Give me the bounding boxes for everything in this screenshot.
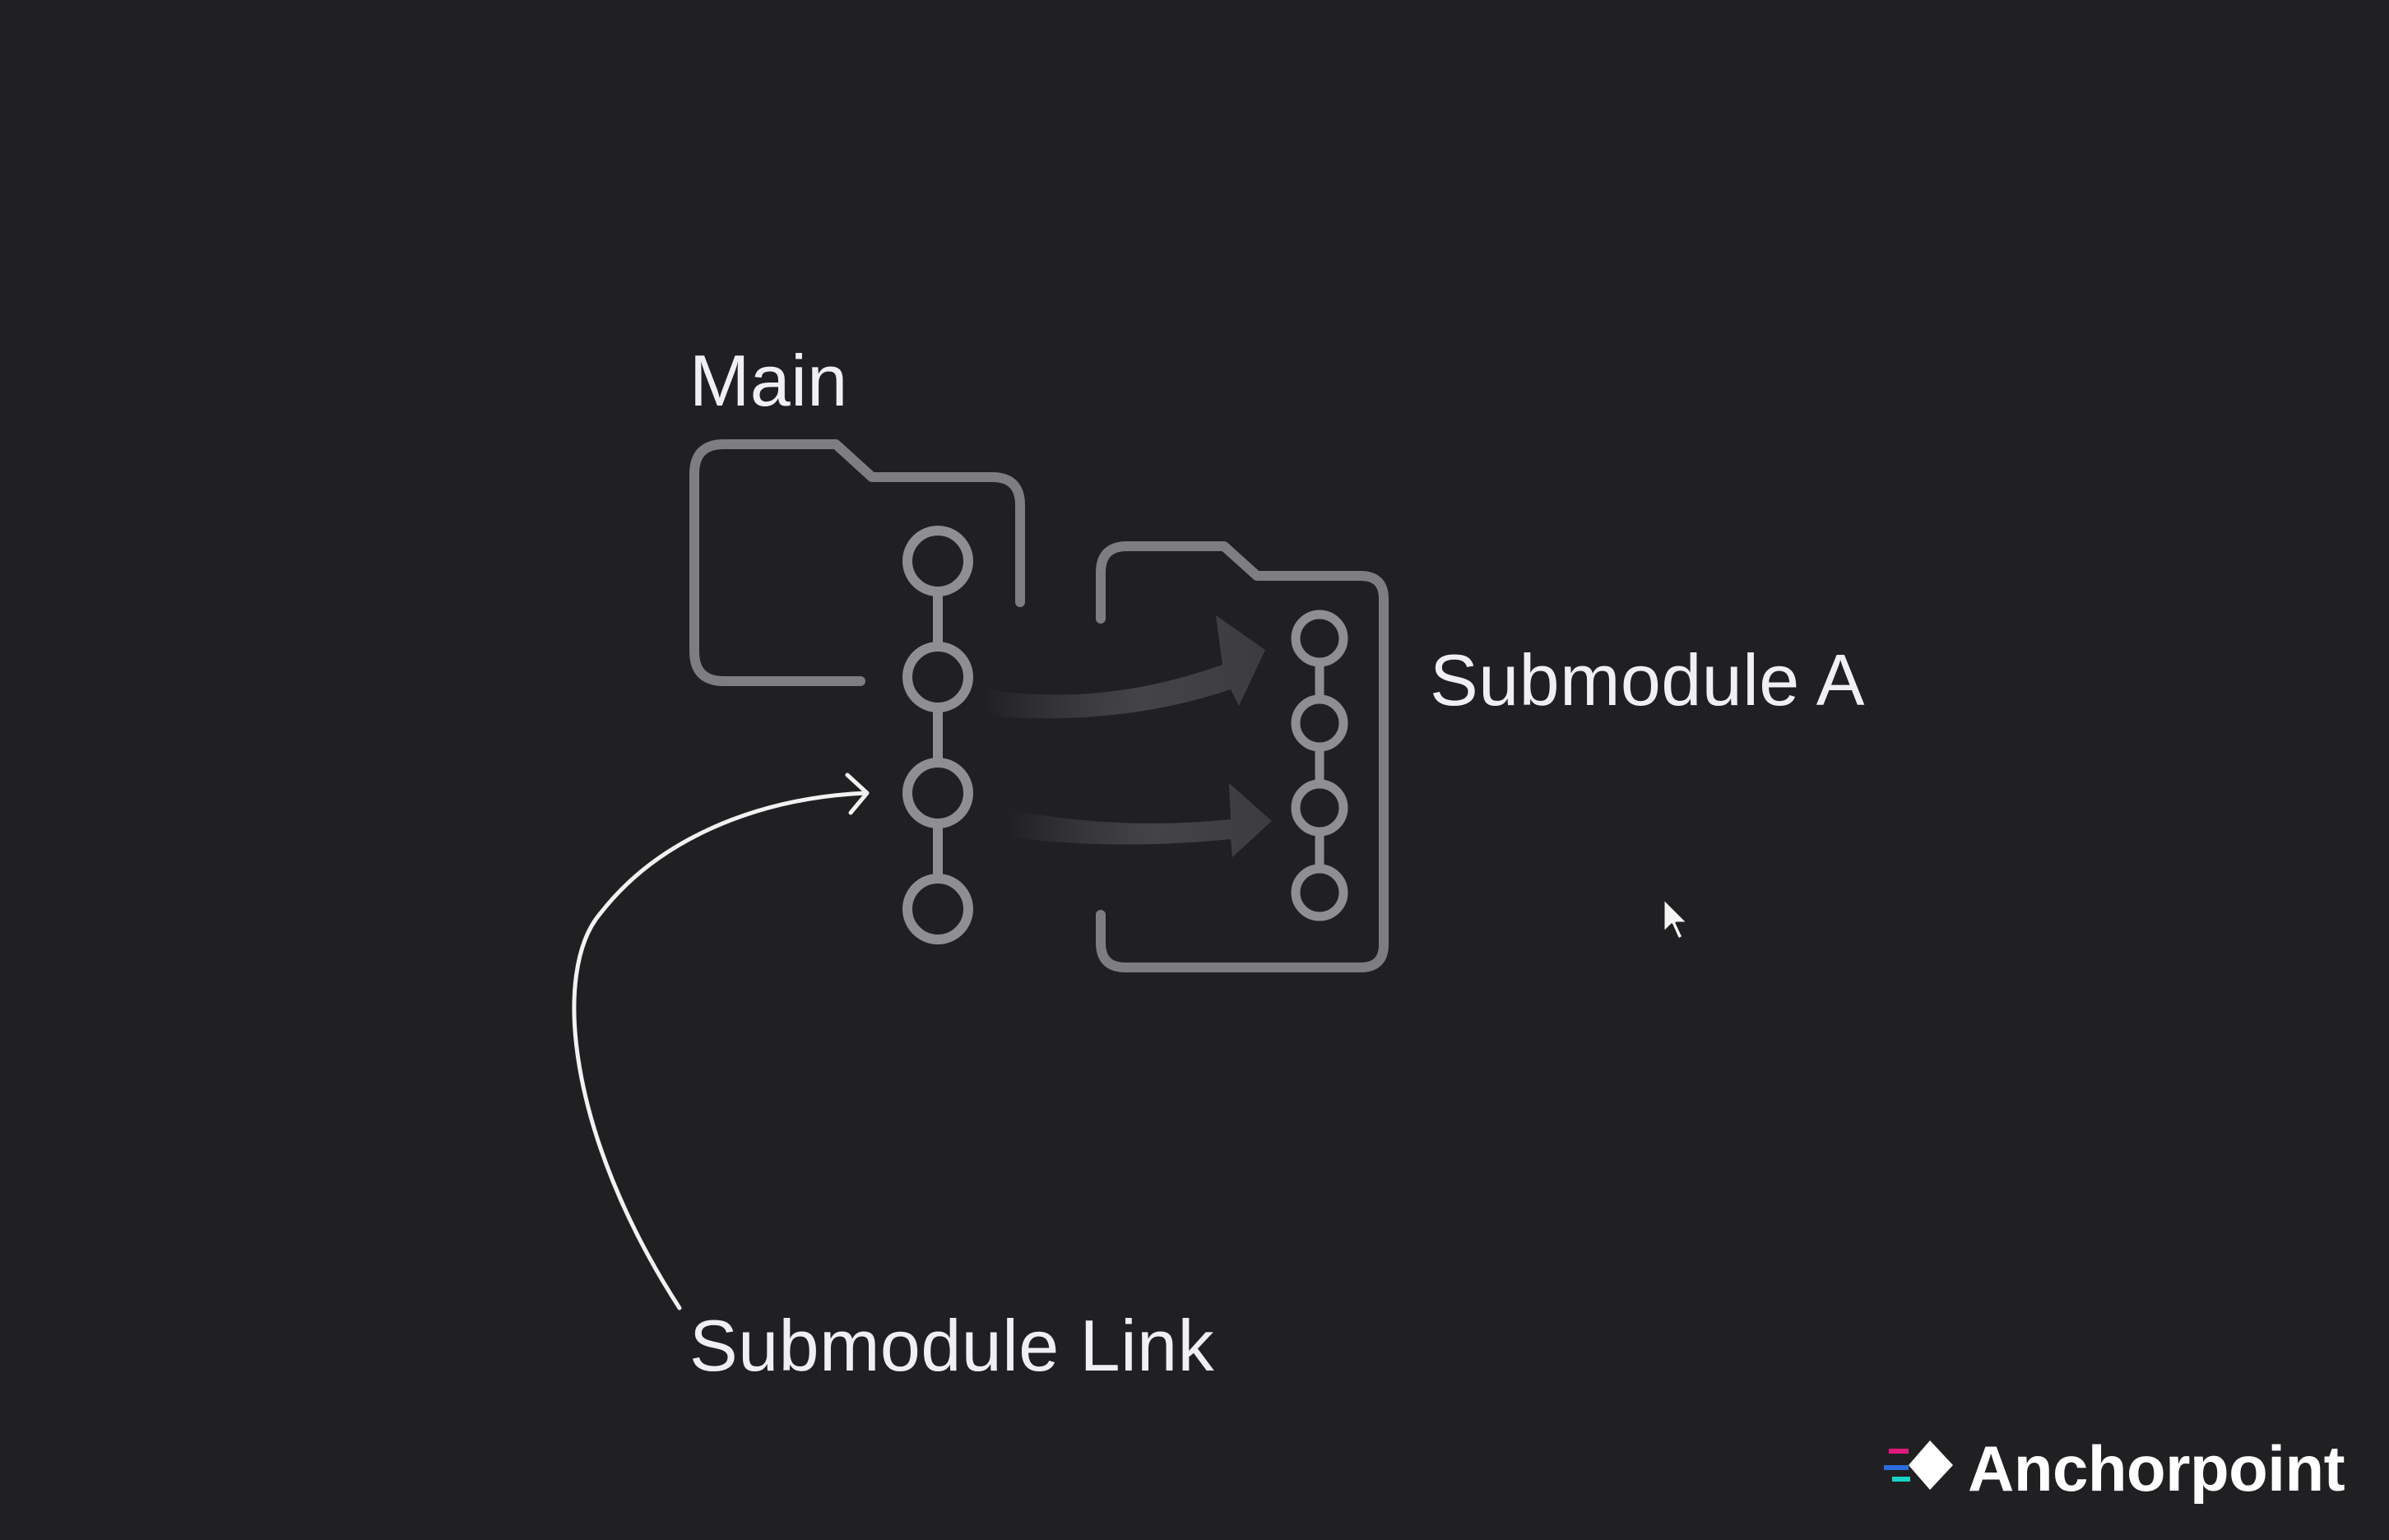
submodule-folder-icon [1096,541,1389,972]
submodule-commit-chain [1291,610,1348,921]
brand-watermark: Anchorpoint [1884,1431,2361,1505]
submodule-commit-node [1291,610,1348,667]
submodule-commit-node [1291,779,1348,837]
main-commit-node [902,526,973,596]
main-commit-chain [902,526,973,944]
main-commit-node [902,874,973,944]
mouse-cursor-icon [1662,897,1690,941]
link-arrowhead-icon [845,772,870,815]
submodule-a-label: Submodule A [1430,639,1865,721]
submodule-commit-node [1291,864,1348,921]
main-repo-label: Main [689,340,848,421]
brand-name: Anchorpoint [1968,1431,2345,1505]
main-commit-node [902,758,973,828]
commit-arrow-icon [984,615,1265,719]
anchorpoint-logo-icon [1884,1440,1953,1490]
link-arrow-icon [572,791,868,1310]
submodule-commit-node [1291,694,1348,752]
commit-arrow-icon [1009,783,1272,857]
submodule-link-label: Submodule Link [689,1305,1215,1386]
main-commit-node [902,642,973,712]
main-folder-icon [689,439,1025,686]
